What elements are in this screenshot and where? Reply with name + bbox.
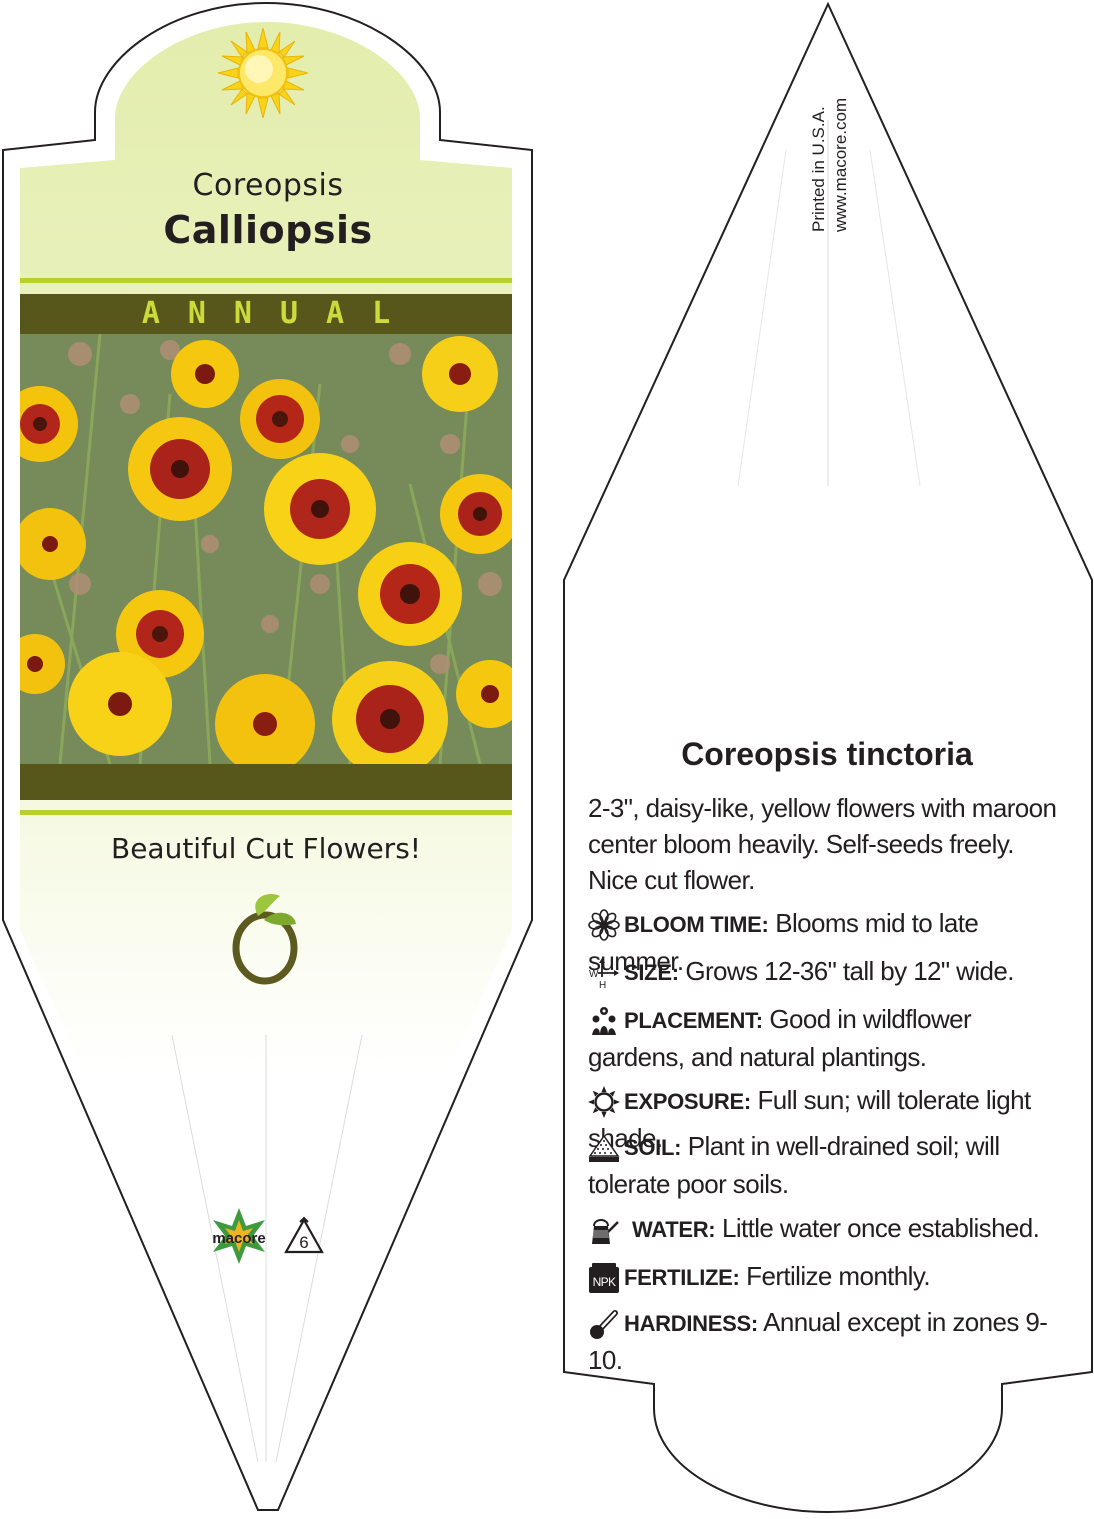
size-arrows-icon: W H [589, 958, 619, 989]
seedling-logo-icon [232, 894, 298, 985]
macore-logo-text: macore [212, 1230, 265, 1247]
printed-country: Printed in U.S.A. [809, 106, 828, 232]
tagline: Beautiful Cut Flowers! [110, 832, 422, 865]
accent-line-top [20, 278, 512, 283]
thermometer-icon [590, 1310, 618, 1339]
plant-variety-name: Calliopsis [163, 208, 373, 252]
printed-website: www.macore.com [831, 97, 850, 232]
plant-type-label: ANNUAL [141, 296, 419, 331]
hardiness-text: Annual except in zones 9-10. [588, 1307, 1048, 1375]
care-water: WATER: Little water once established. [588, 1210, 1068, 1248]
flower-icon [588, 909, 620, 941]
sun-outline-icon [588, 1086, 620, 1118]
hardiness-label: HARDINESS: [624, 1311, 758, 1336]
care-fertilize: NPK FERTILIZE: Fertilize monthly. [588, 1258, 1068, 1296]
botanical-name: Coreopsis tinctoria [681, 736, 973, 772]
printed-info: Printed in U.S.A. www.macore.com [700, 72, 960, 232]
soil-text: Plant in well-drained soil; will tolerat… [588, 1131, 1000, 1199]
size-label: SIZE: [624, 960, 679, 985]
npk-icon: NPK [589, 1263, 619, 1293]
care-hardiness: HARDINESS: Annual except in zones 9-10. [588, 1304, 1068, 1378]
recycle-code: 6 [299, 1233, 308, 1252]
photo-bottom-band [20, 764, 512, 800]
exposure-label: EXPOSURE: [624, 1089, 751, 1114]
care-placement: PLACEMENT: Good in wildflower gardens, a… [588, 1001, 1068, 1075]
soil-pile-icon [588, 1134, 620, 1162]
npk-icon-text: NPK [593, 1275, 616, 1289]
soil-label: SOIL: [624, 1135, 682, 1160]
plants-icon [592, 1007, 616, 1035]
flower-photo [20, 334, 512, 764]
placement-text: Good in wildflower gardens, and natural … [588, 1004, 972, 1072]
bloom-time-label: BLOOM TIME: [624, 912, 769, 937]
bloom-time-text: Blooms mid to late summer. [588, 908, 979, 976]
care-exposure: EXPOSURE: Full sun; will tolerate light … [588, 1082, 1068, 1156]
water-text: Little water once established. [721, 1213, 1040, 1243]
sun-icon [218, 28, 308, 118]
size-icon-h: H [599, 980, 606, 989]
care-soil: SOIL: Plant in well-drained soil; will t… [588, 1128, 1068, 1202]
care-bloom-time: BLOOM TIME: Blooms mid to late summer. [588, 905, 1068, 979]
recycle-6-icon: 6 [284, 1216, 324, 1254]
accent-line-bottom [20, 810, 512, 815]
care-size: W H SIZE: Grows 12-36" tall by 12" wide. [588, 953, 1068, 991]
macore-logo: macore [212, 1208, 266, 1264]
fertilize-text: Fertilize monthly. [746, 1261, 930, 1291]
fertilize-label: FERTILIZE: [624, 1265, 740, 1290]
watering-can-icon [592, 1219, 619, 1244]
water-label: WATER: [632, 1217, 716, 1242]
size-text: Grows 12-36" tall by 12" wide. [685, 956, 1014, 986]
placement-label: PLACEMENT: [624, 1008, 763, 1033]
exposure-text: Full sun; will tolerate light shade. [588, 1085, 1031, 1153]
type-band [20, 294, 512, 334]
size-icon-w: W [589, 969, 599, 980]
plant-description: 2-3", daisy-like, yellow flowers with ma… [588, 793, 1057, 895]
plant-common-name: Coreopsis [192, 168, 344, 203]
